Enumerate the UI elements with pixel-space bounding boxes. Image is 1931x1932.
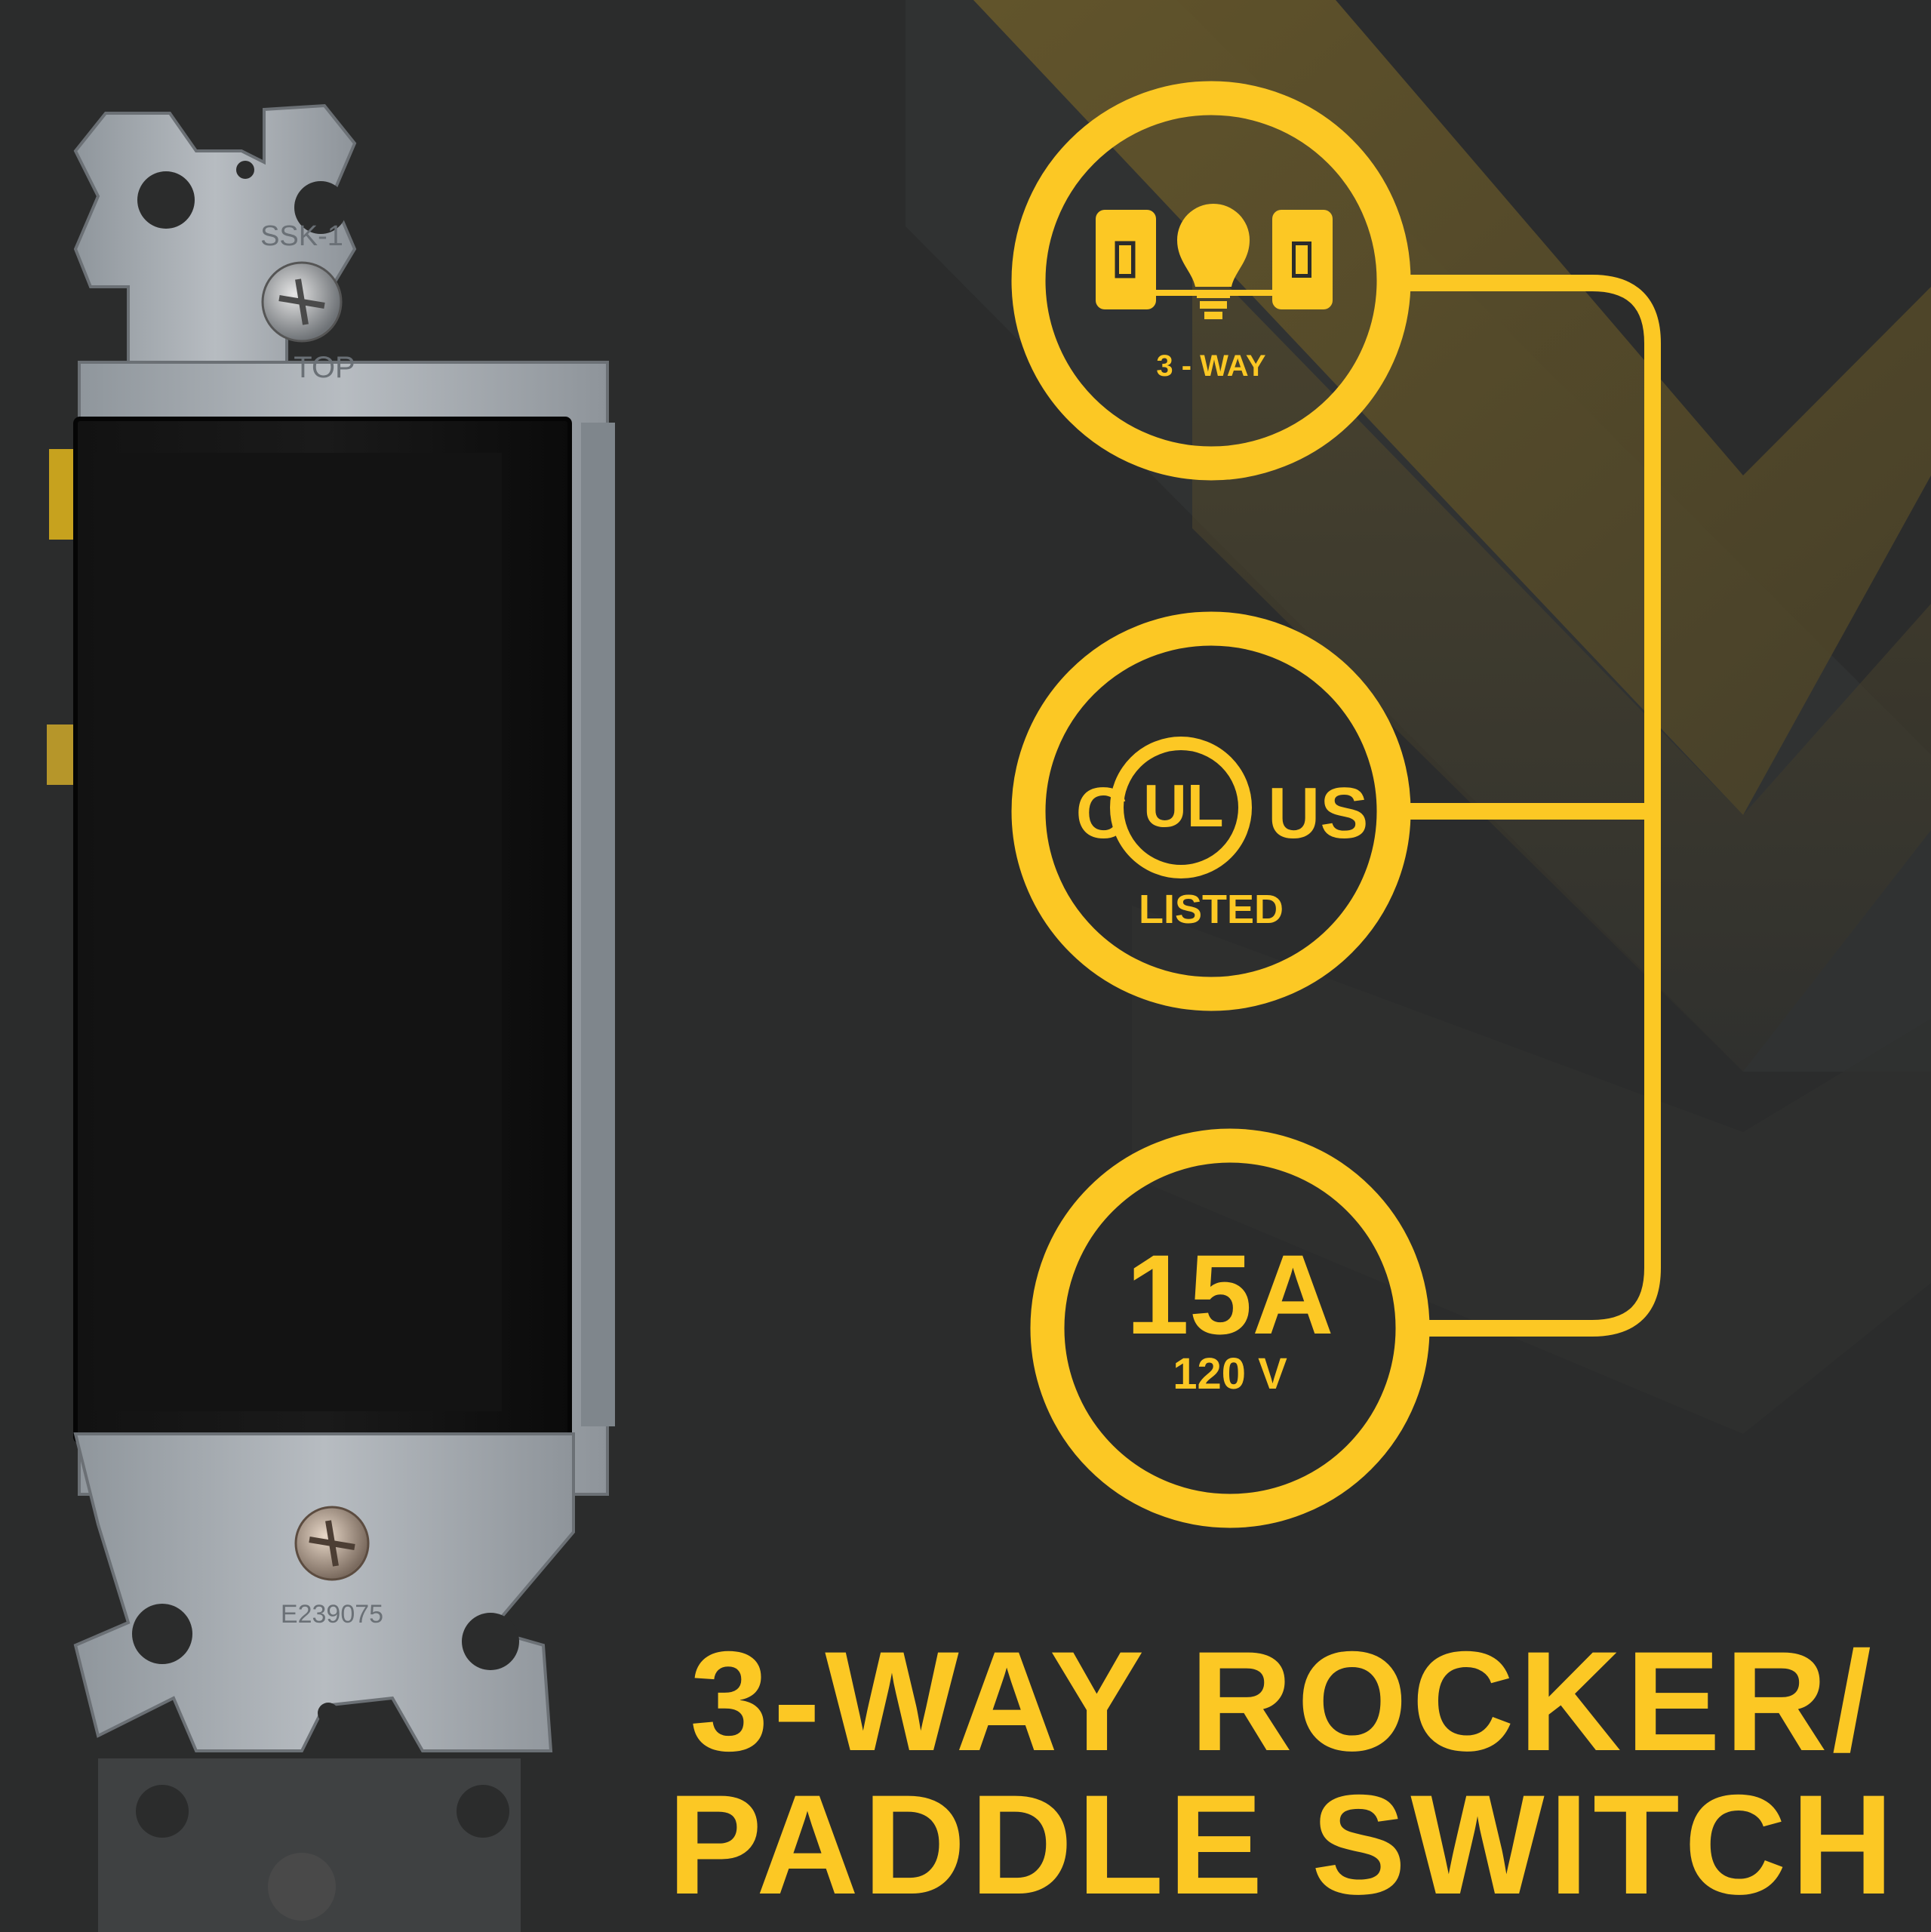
badge-label-listed: LISTED xyxy=(1138,887,1284,932)
screw-slot xyxy=(309,1520,355,1567)
mounting-hole xyxy=(318,1703,339,1724)
ul-logo-c: C xyxy=(1075,773,1128,854)
gold-band-upper xyxy=(973,0,1931,815)
plate-marking: SSK-1 xyxy=(260,220,343,252)
plate-marking: E239075 xyxy=(281,1600,383,1629)
paddle-face xyxy=(94,453,502,1411)
ul-logo-ring xyxy=(1110,737,1252,878)
gold-band-lower xyxy=(1192,249,1931,1072)
headline-line-2: PADDLE SWITCH xyxy=(667,1765,1899,1924)
plate-marking: TOP xyxy=(294,351,355,384)
rating-voltage: 120 V xyxy=(1173,1349,1287,1398)
mounting-hole xyxy=(132,1604,192,1664)
mounting-hole xyxy=(236,161,254,179)
mounting-hole xyxy=(137,171,195,229)
ul-logo-ul: UL xyxy=(1143,772,1224,839)
headline-line-1: 3-WAY ROCKER/ xyxy=(690,1622,1876,1780)
rating-amperage: 15A xyxy=(1126,1231,1334,1358)
badge-ring-3way xyxy=(1011,81,1411,481)
product-reflection xyxy=(98,1758,521,1932)
badge-ring-rating xyxy=(1030,1128,1430,1528)
rocker-switch-product-image: SSK-1 TOP E239075 xyxy=(47,103,615,1932)
mounting-hole xyxy=(462,1613,519,1670)
shadow-band xyxy=(1132,906,1931,1434)
yoke-side xyxy=(581,423,615,1426)
badge-label-3way: 3 - WAY xyxy=(1156,349,1266,383)
ul-logo-us: US xyxy=(1268,773,1369,854)
mounting-hole xyxy=(294,181,347,234)
badge-ring-ul xyxy=(1011,611,1411,1011)
three-way-light-icon xyxy=(1096,204,1333,319)
screw-slot xyxy=(278,278,325,325)
